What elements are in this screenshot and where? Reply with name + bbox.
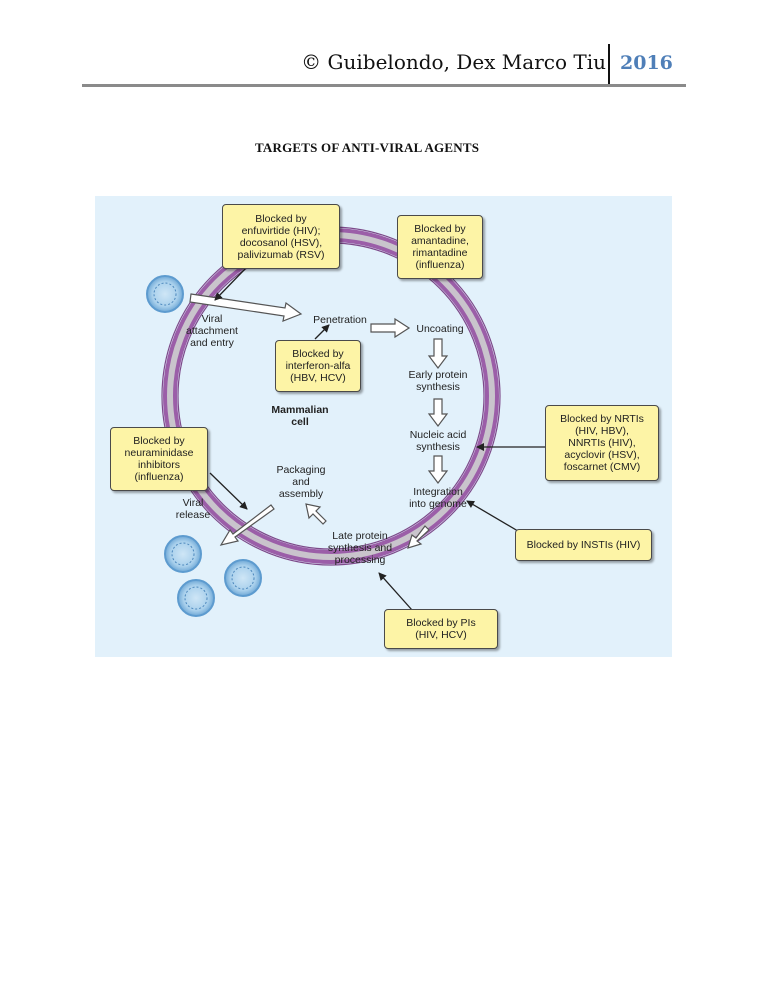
virus-icon (164, 535, 202, 573)
step-uncoating: Uncoating (416, 323, 464, 335)
header-year: 2016 (620, 52, 673, 74)
nucleic-to-integration-arrow (427, 455, 449, 484)
integration-to-late-arrow (407, 525, 430, 549)
step-packaging: Packaging and assembly (276, 464, 326, 500)
blocker-box-late-protein: Blocked by PIs (HIV, HCV) (384, 609, 498, 649)
header-divider (608, 44, 610, 86)
step-late-protein: Late protein synthesis and processing (327, 530, 393, 566)
blocker-box-integration: Blocked by INSTIs (HIV) (515, 529, 652, 561)
author-name: © Guibelondo, Dex Marco Tiu (301, 50, 606, 74)
blocker-box-entry: Blocked by enfuvirtide (HIV); docosanol … (222, 204, 340, 269)
blocker-box-nucleic-acid: Blocked by NRTIs (HIV, HBV), NNRTIs (HIV… (545, 405, 659, 481)
step-early-protein: Early protein synthesis (408, 369, 468, 393)
entry-arrow (189, 293, 303, 322)
entry-blocker-pointer (214, 268, 246, 301)
penetration-to-uncoating-arrow (370, 317, 411, 339)
blocker-box-release: Blocked by neuraminidase inhibitors (inf… (110, 427, 208, 491)
step-integration: Integration into genome (409, 486, 467, 510)
late-blocker-pointer (378, 572, 413, 611)
virus-icon (177, 579, 215, 617)
virus-icon (146, 275, 184, 313)
step-nucleic-acid: Nucleic acid synthesis (409, 429, 467, 453)
penetration-blocker-pointer (314, 324, 330, 340)
blocker-box-penetration: Blocked by interferon-alfa (HBV, HCV) (275, 340, 361, 392)
late-to-packaging-arrow (305, 503, 327, 525)
integration-blocker-pointer (466, 500, 524, 535)
release-blocker-pointer (209, 472, 248, 510)
document-title: TARGETS OF ANTI-VIRAL AGENTS (255, 140, 480, 155)
step-penetration: Penetration (313, 314, 367, 326)
release-arrow (219, 504, 275, 546)
virus-icon (224, 559, 262, 597)
mammalian-cell-label: Mammalian cell (271, 404, 329, 428)
page-header: © Guibelondo, Dex Marco Tiu 2016 (0, 0, 768, 100)
step-viral-release: Viral release (175, 497, 211, 521)
antiviral-targets-diagram: Viral attachment and entry Penetration U… (95, 196, 672, 657)
uncoating-to-early-arrow (427, 338, 449, 369)
blocker-box-uncoating: Blocked by amantadine, rimantadine (infl… (397, 215, 483, 279)
step-viral-attachment: Viral attachment and entry (186, 313, 238, 349)
early-to-nucleic-arrow (427, 398, 449, 427)
header-rule (82, 84, 686, 87)
